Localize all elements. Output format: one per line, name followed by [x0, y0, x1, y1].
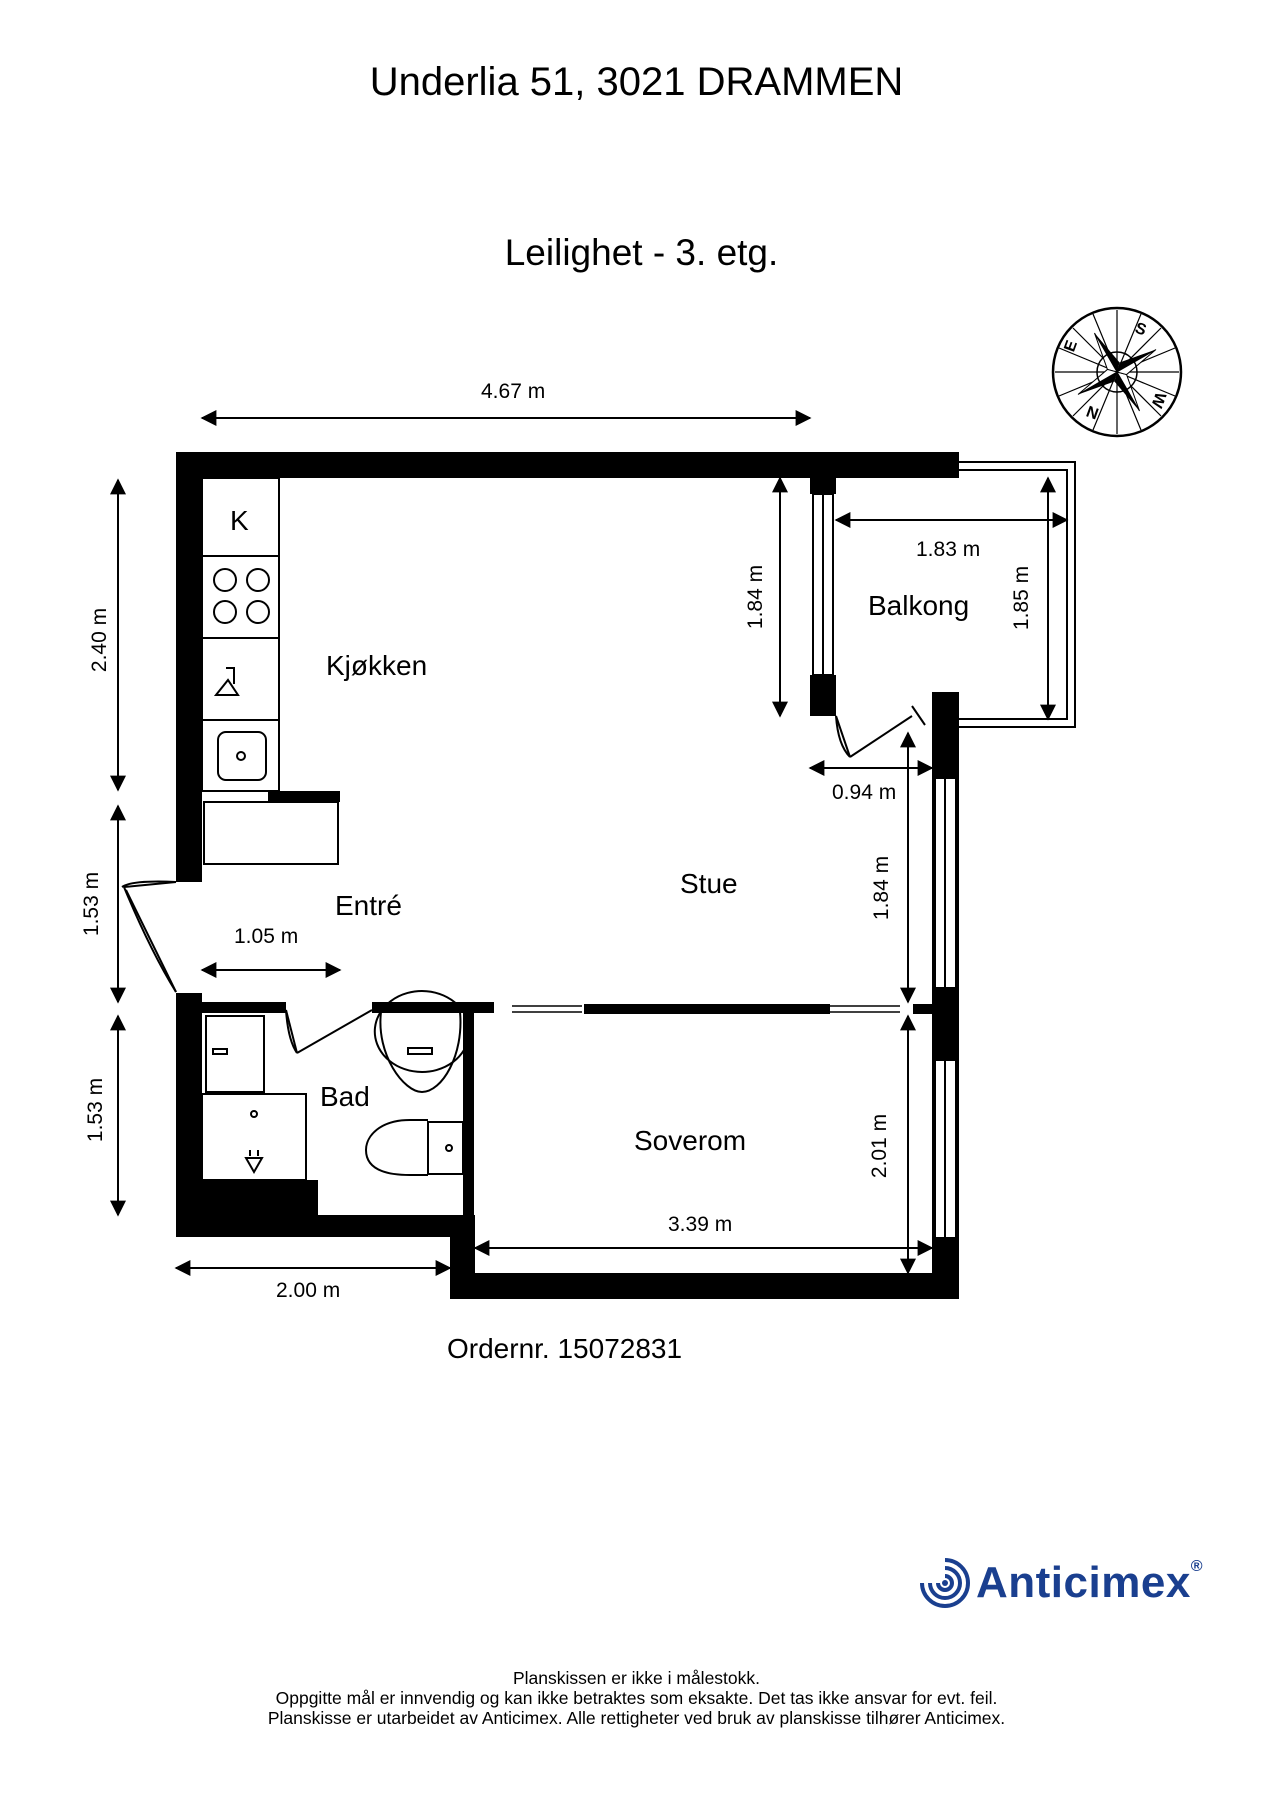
disclaimer: Planskissen er ikke i målestokk. Oppgitt…: [0, 1668, 1273, 1728]
dim-bottom-width: 2.00 m: [276, 1279, 340, 1302]
dim-stue-height: 1.84 m: [870, 856, 893, 920]
dim-window-height: 1.84 m: [744, 565, 767, 629]
brand-registered: ®: [1190, 1558, 1204, 1575]
dim-bath-height: 1.53 m: [84, 1078, 107, 1142]
room-living: Stue: [680, 868, 738, 899]
compass-letter-n: N: [1084, 402, 1101, 422]
disclaimer-line: Oppgitte mål er innvendig og kan ikke be…: [275, 1688, 998, 1708]
kitchen-symbol: K: [230, 505, 249, 536]
address-title: Underlia 51, 3021 DRAMMEN: [369, 60, 904, 104]
disclaimer-line: Planskissen er ikke i målestokk.: [512, 1668, 761, 1688]
anticimex-logo-icon: [920, 1558, 970, 1608]
compass-rose-icon: S E W N: [1051, 306, 1183, 438]
room-bathroom: Bad: [320, 1081, 370, 1112]
dim-entrance-height: 1.53 m: [80, 872, 103, 936]
order-number: Ordernr. 15072831: [447, 1333, 683, 1364]
room-kitchen: Kjøkken: [326, 650, 427, 681]
windows: [812, 493, 957, 1239]
dim-top-width: 4.67 m: [481, 380, 545, 403]
dim-bedroom-height: 2.01 m: [868, 1114, 891, 1178]
floor-subtitle: Leilighet - 3. etg.: [504, 232, 779, 273]
dim-kitchen-height: 2.40 m: [88, 608, 111, 672]
dim-balcony-depth: 1.85 m: [1010, 566, 1033, 630]
dim-bedroom-width: 3.39 m: [668, 1213, 732, 1236]
room-bedroom: Soverom: [634, 1125, 746, 1156]
sliding-doors: [512, 1005, 900, 1013]
doors: [121, 705, 926, 1054]
kitchen-counter: [201, 477, 339, 865]
dim-entrance-width: 1.05 m: [234, 925, 298, 948]
balcony-railing: [959, 461, 1076, 728]
walls: [176, 452, 959, 1299]
room-entrance: Entré: [335, 890, 402, 921]
dim-door-width: 0.94 m: [832, 781, 896, 804]
dim-balcony-width: 1.83 m: [916, 538, 980, 561]
compass-letter-w: W: [1147, 390, 1168, 411]
room-balcony: Balkong: [868, 590, 969, 621]
bathroom-fixtures: [201, 990, 471, 1181]
disclaimer-line: Planskisse er utarbeidet av Anticimex. A…: [267, 1708, 1006, 1728]
brand-name: Anticimex: [976, 1558, 1191, 1607]
anticimex-logo: Anticimex®: [918, 1554, 1218, 1614]
dimension-lines: [110, 410, 1069, 1276]
